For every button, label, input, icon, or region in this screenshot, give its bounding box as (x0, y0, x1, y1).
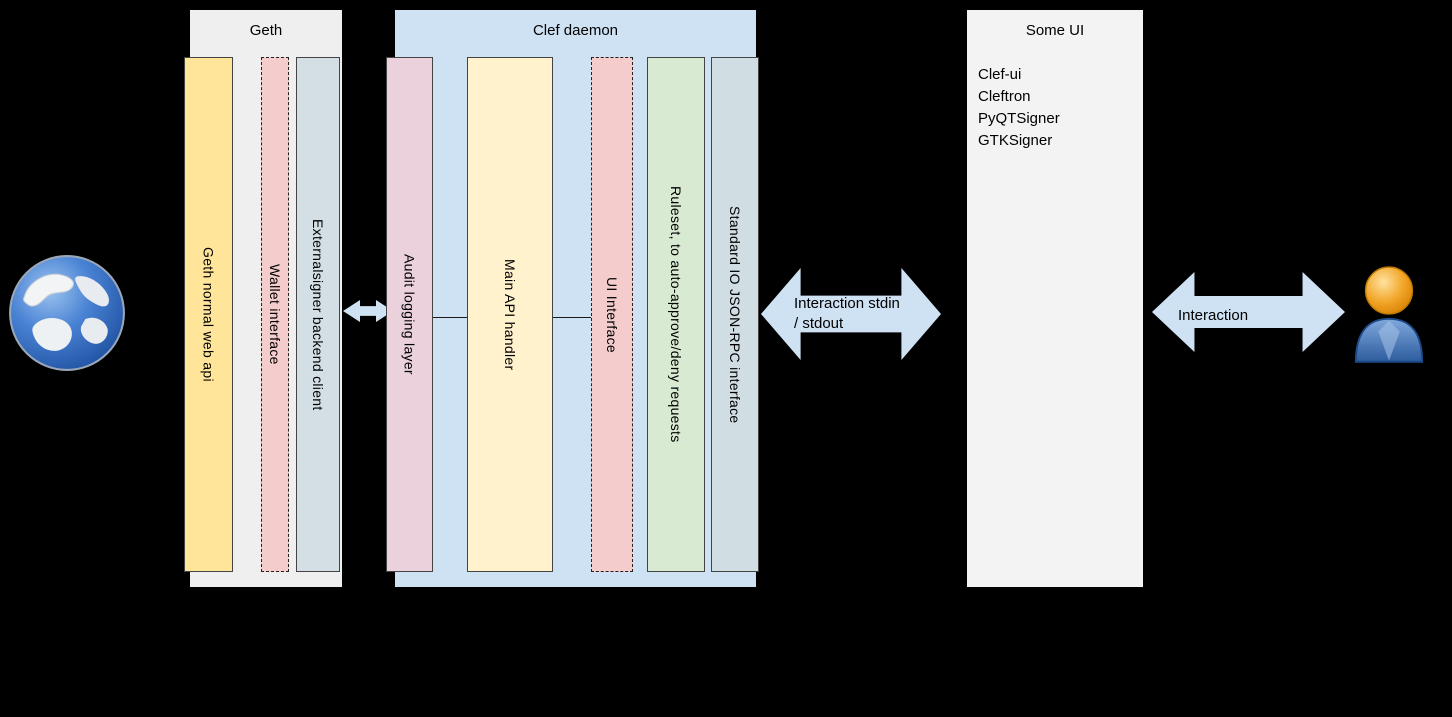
stdio-label-line1: Interaction stdin (794, 295, 900, 312)
bar-label: UI Interface (604, 276, 620, 353)
bar-label: Ruleset, to auto-approve/deny requests (668, 186, 684, 443)
stdio-label-line2: / stdout (794, 315, 844, 332)
some-ui-box: Some UI Clef-ui Cleftron PyQTSigner GTKS… (967, 10, 1143, 587)
ruleset-bar: Ruleset, to auto-approve/deny requests (647, 57, 705, 572)
bar-label: Main API handler (502, 258, 518, 371)
wallet-interface-bar: Wallet interface (261, 57, 289, 572)
standard-io-json-rpc-bar: Standard IO JSON-RPC interface (711, 57, 759, 572)
bar-label: Audit logging layer (401, 254, 418, 375)
ui-list-item: PyQTSigner (978, 110, 1060, 127)
main-api-handler-bar: Main API handler (467, 57, 553, 572)
connector-line (553, 317, 591, 318)
geth-title: Geth (249, 22, 283, 39)
globe-icon (6, 252, 128, 374)
interaction-arrow-label: Interaction (1178, 307, 1249, 324)
externalsigner-backend-client-bar: Externalsigner backend client (296, 57, 340, 572)
audit-logging-layer-bar: Audit logging layer (386, 57, 433, 572)
clef-daemon-title: Clef daemon (532, 22, 619, 39)
some-ui-list: Clef-ui Cleftron PyQTSigner GTKSigner (978, 64, 1137, 152)
ui-list-item: Cleftron (978, 88, 1031, 105)
bar-label: Wallet interface (267, 264, 283, 365)
bar-label: Standard IO JSON-RPC interface (727, 205, 743, 424)
user-icon (1350, 256, 1428, 368)
geth-clef-arrow (343, 300, 393, 322)
bar-label: Externalsigner backend client (310, 218, 326, 411)
ui-list-item: Clef-ui (978, 66, 1022, 83)
ui-list-item: GTKSigner (978, 132, 1053, 149)
bar-label: Geth normal web api (200, 247, 217, 382)
geth-normal-web-api-bar: Geth normal web api (184, 57, 233, 572)
some-ui-title: Some UI (1025, 22, 1085, 39)
connector-line (433, 317, 467, 318)
ui-interface-bar: UI Interface (591, 57, 633, 572)
stdio-arrow-label: Interaction stdin / stdout (794, 294, 900, 334)
